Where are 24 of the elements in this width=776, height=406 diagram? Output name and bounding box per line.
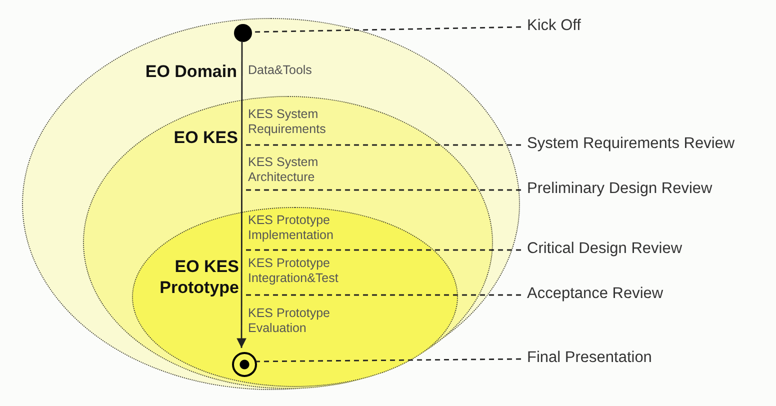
phase-label: KES Prototype Integration&Test: [248, 256, 340, 286]
start-dot: [234, 24, 252, 42]
leader-line: [243, 189, 521, 191]
milestone-label: Critical Design Review: [527, 240, 682, 258]
milestone-label: System Requirements Review: [527, 135, 735, 153]
leader-line: [252, 26, 522, 33]
region-title: EO Domain: [144, 61, 237, 82]
phase-label: Data&Tools: [248, 63, 313, 78]
milestone-label: Kick Off: [527, 17, 581, 35]
leader-line: [243, 249, 521, 251]
region-title: EO KES Prototype: [158, 256, 239, 298]
phase-label: KES Prototype Implementation: [248, 213, 334, 243]
phase-label: KES System Requirements: [248, 107, 327, 137]
leader-line: [256, 358, 521, 362]
milestone-label: Final Presentation: [527, 349, 652, 367]
leader-line: [243, 294, 521, 296]
phase-label: KES System Architecture: [248, 155, 320, 185]
milestone-label: Preliminary Design Review: [527, 180, 712, 198]
region-title: EO KES: [172, 127, 238, 148]
phase-label: KES Prototype Evaluation: [248, 306, 331, 336]
arrow: [236, 41, 246, 348]
milestone-label: Acceptance Review: [527, 285, 664, 303]
end-circle: [232, 352, 257, 377]
leader-line: [243, 144, 521, 146]
